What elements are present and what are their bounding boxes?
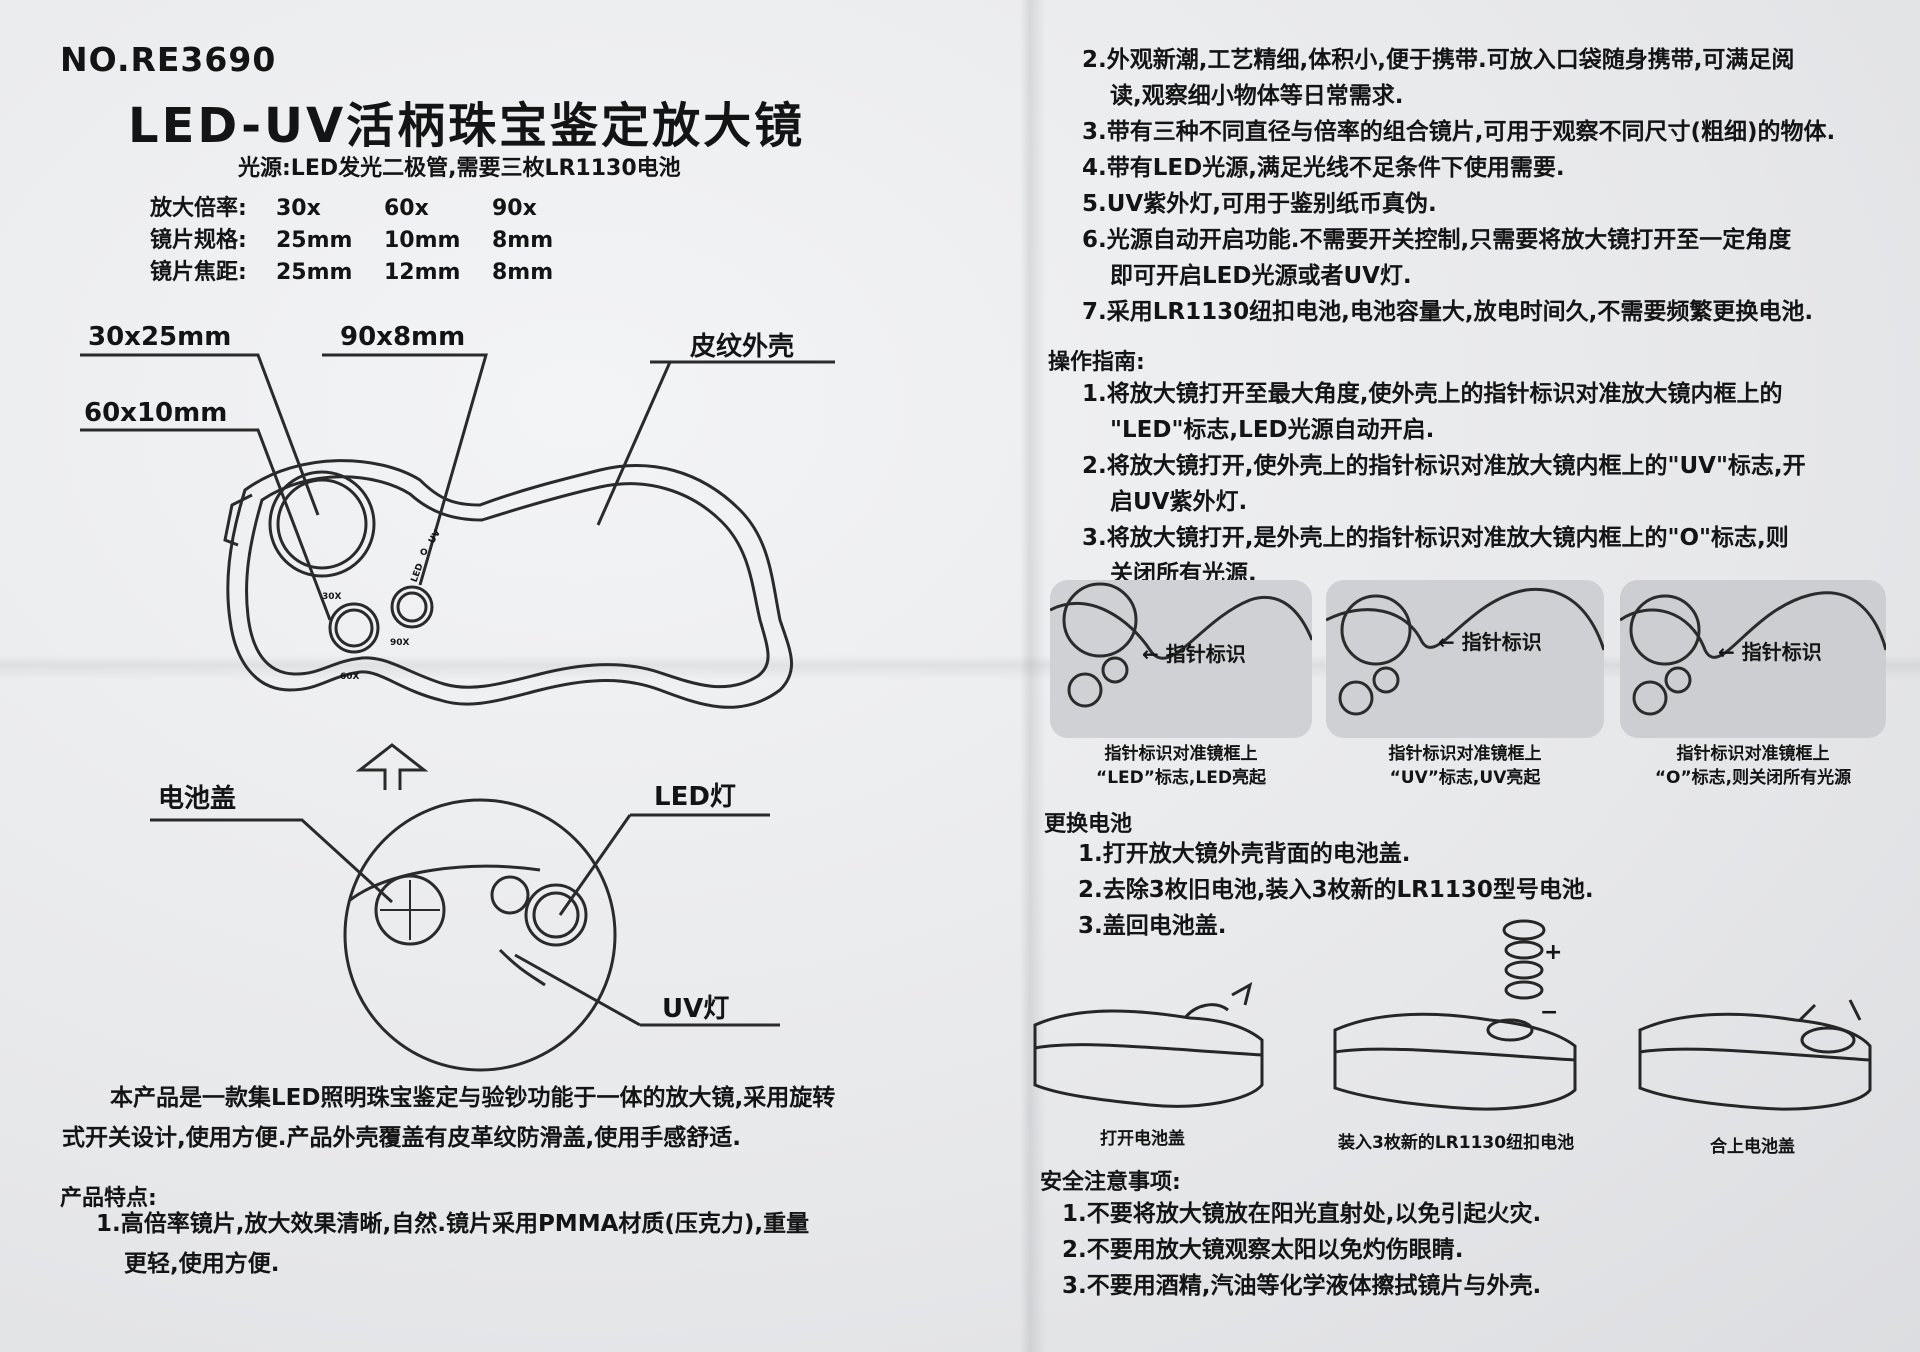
battery-caption-open: 打开电池盖 <box>1100 1129 1185 1149</box>
magnifier-close-cover <box>1638 1012 1872 1111</box>
leader-30x <box>80 353 320 516</box>
feature-7: 7.采用LR1130纽扣电池,电池容量大,放电时间久,不需要频繁更换电池. <box>1082 299 1814 325</box>
leader-60x <box>80 428 332 621</box>
light-source-note: 光源:LED发光二极管,需要三枚LR1130电池 <box>238 156 681 181</box>
battery-steps: 1.打开放大镜外壳背面的电池盖. 2.去除3枚旧电池,装入3枚新的LR1130型… <box>1078 836 1594 944</box>
safety-3: 3.不要用酒精,汽油等化学液体擦拭镜片与外壳. <box>1062 1273 1542 1299</box>
mark-30x: 30X <box>322 592 342 602</box>
operation-1-line-2: "LED"标志,LED光源自动开启. <box>1110 417 1435 443</box>
magnifier-insert-battery <box>1333 1012 1577 1111</box>
photo-caption-off: 指针标识对准镜框上“O”标志,则关闭所有光源 <box>1654 744 1852 788</box>
leader-90x <box>322 353 488 586</box>
safety-2: 2.不要用放大镜观察太阳以免灼伤眼睛. <box>1062 1237 1464 1263</box>
callout-90x8mm: 90x8mm <box>340 322 466 352</box>
callout-60x10mm: 60x10mm <box>84 398 228 428</box>
battery-cover-detail <box>374 874 446 946</box>
callout-battery-cover: 电池盖 <box>158 784 237 814</box>
battery-lug <box>223 493 253 547</box>
feature-2-line-2: 读,观察细小物体等日常需求. <box>1110 83 1404 109</box>
battery-caption-close: 合上电池盖 <box>1710 1137 1795 1157</box>
operation-title: 操作指南: <box>1048 350 1145 375</box>
operation-1-line-1: 1.将放大镜打开至最大角度,使外壳上的指针标识对准放大镜内框上的 <box>1082 381 1783 407</box>
battery-step-1: 1.打开放大镜外壳背面的电池盖. <box>1078 841 1411 867</box>
feature-6-line-1: 6.光源自动开启功能.不需要开关控制,只需要将放大镜打开至一定角度 <box>1082 227 1792 253</box>
feature-3: 3.带有三种不同直径与倍率的组合镜片,可用于观察不同尺寸(粗细)的物体. <box>1082 119 1836 145</box>
photo-caption-led: 指针标识对准镜框上“LED”标志,LED亮起 <box>1096 744 1266 788</box>
lens-90x <box>390 585 434 629</box>
pointer-label-3: 指针标识 <box>1741 640 1822 664</box>
photo-caption-uv: 指针标识对准镜框上“UV”标志,UV亮起 <box>1388 744 1542 788</box>
feature-1-line-1: 1.高倍率镜片,放大效果清晰,自然.镜片采用PMMA材质(压克力),重量 <box>96 1211 810 1237</box>
battery-step-2: 2.去除3枚旧电池,装入3枚新的LR1130型号电池. <box>1078 877 1594 903</box>
leader-shell <box>596 361 672 526</box>
operation-3-line-1: 3.将放大镜打开,是外壳上的指针标识对准放大镜内框上的"O"标志,则 <box>1082 525 1789 551</box>
feature-2-line-1: 2.外观新潮,工艺精细,体积小,便于携带.可放入口袋随身携带,可满足阅 <box>1082 47 1795 73</box>
pointer-label-2: 指针标识 <box>1461 630 1542 654</box>
pointer-photo-off: ← 指针标识 <box>1620 580 1886 738</box>
feature-5: 5.UV紫外灯,可用于鉴别纸币真伪. <box>1082 191 1437 217</box>
operation-2-line-1: 2.将放大镜打开,使外壳上的指针标识对准放大镜内框上的"UV"标志,开 <box>1082 453 1806 479</box>
pointer-photo-uv: ← 指针标识 <box>1326 580 1604 738</box>
detail-circle <box>343 798 617 1072</box>
lens-60x <box>328 602 380 654</box>
features-title: 产品特点: <box>60 1186 157 1211</box>
safety-1: 1.不要将放大镜放在阳光直射处,以免引起火灾. <box>1062 1201 1542 1227</box>
feature-6-line-2: 即可开启LED光源或者UV灯. <box>1110 263 1412 289</box>
model-number: NO.RE3690 <box>60 40 277 79</box>
product-title: LED-UV活柄珠宝鉴定放大镜 <box>128 98 806 154</box>
leader-battery <box>150 818 394 904</box>
mark-90x: 90X <box>390 638 410 648</box>
magnifier-body-inner <box>245 475 770 689</box>
operation-2-line-2: 启UV紫外灯. <box>1110 489 1248 515</box>
mark-o: O <box>420 548 428 558</box>
safety-list: 1.不要将放大镜放在阳光直射处,以免引起火灾. 2.不要用放大镜观察太阳以免灼伤… <box>1062 1196 1541 1304</box>
callout-uv-light: UV灯 <box>662 994 730 1024</box>
features-list: 2.外观新潮,工艺精细,体积小,便于携带.可放入口袋随身携带,可满足阅 读,观察… <box>1082 42 1835 330</box>
battery-minus-sign: − <box>1540 1000 1559 1025</box>
safety-title: 安全注意事项: <box>1040 1170 1181 1195</box>
description-line-1: 本产品是一款集LED照明珠宝鉴定与验钞功能于一体的放大镜,采用旋转 <box>110 1085 836 1111</box>
mark-60x: 60X <box>340 672 360 682</box>
leader-uv <box>514 953 641 1027</box>
pointer-photo-led: ← 指针标识 <box>1050 580 1312 738</box>
feature-1-line-2: 更轻,使用方便. <box>124 1251 280 1277</box>
magnifier-open-cover <box>1033 1009 1264 1108</box>
pointer-label-1: 指针标识 <box>1165 642 1246 666</box>
battery-caption-insert: 装入3枚新的LR1130纽扣电池 <box>1338 1133 1575 1153</box>
description-line-2: 式开关设计,使用方便.产品外壳覆盖有皮革纹防滑盖,使用手感舒适. <box>62 1125 741 1151</box>
callout-30x25mm: 30x25mm <box>88 322 232 352</box>
callout-led-light: LED灯 <box>654 782 736 812</box>
callout-leather-shell: 皮纹外壳 <box>690 332 795 362</box>
feature-4: 4.带有LED光源,满足光线不足条件下使用需要. <box>1082 155 1565 181</box>
battery-title: 更换电池 <box>1044 812 1133 837</box>
magnifier-body-outline <box>226 459 794 709</box>
battery-plus-sign: + <box>1544 940 1563 965</box>
battery-step-3: 3.盖回电池盖. <box>1078 913 1227 939</box>
operation-list: 1.将放大镜打开至最大角度,使外壳上的指针标识对准放大镜内框上的 "LED"标志… <box>1082 376 1806 592</box>
arrow-up <box>355 743 429 790</box>
lens-30x <box>268 470 376 578</box>
